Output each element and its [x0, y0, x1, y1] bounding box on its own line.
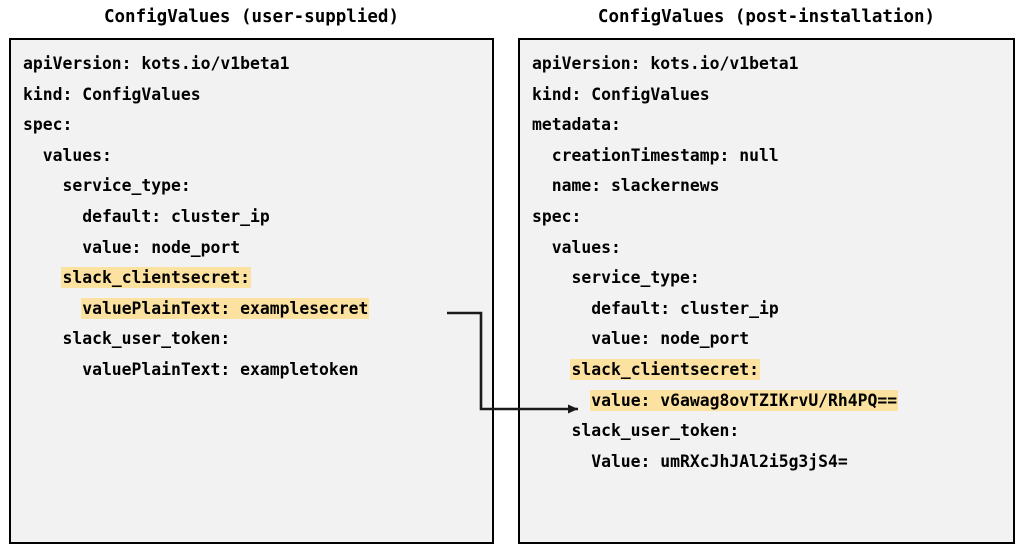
panel-post-installation: ConfigValues (post-installation) apiVers…	[518, 0, 1015, 559]
panel-caption-post-installation: ConfigValues (post-installation)	[597, 7, 936, 27]
code-line: service_type:	[23, 171, 490, 202]
code-line: name: slackernews	[532, 171, 1011, 202]
code-line: default: cluster_ip	[23, 202, 490, 233]
code-line: value: node_port	[23, 233, 490, 264]
code-segment: apiVersion: kots.io/v1beta1	[23, 54, 290, 73]
code-line: slack_user_token:	[532, 416, 1011, 447]
code-line: Value: umRXcJhJAl2i5g3jS4=	[532, 447, 1011, 478]
code-line: valuePlainText: examplesecret	[23, 294, 490, 325]
code-line: values:	[23, 141, 490, 172]
code-segment: creationTimestamp: null	[532, 145, 779, 165]
code-line: slack_clientsecret:	[23, 263, 490, 294]
code-segment: apiVersion: kots.io/v1beta1	[532, 54, 799, 73]
highlighted-code-segment: slack_clientsecret:	[571, 359, 759, 379]
code-line: metadata:	[532, 110, 1011, 141]
highlighted-code-segment: valuePlainText: examplesecret	[82, 298, 369, 318]
code-line: creationTimestamp: null	[532, 141, 1011, 172]
code-segment: spec:	[532, 206, 582, 226]
code-segment: name: slackernews	[532, 176, 720, 196]
panel-caption-user-supplied: ConfigValues (user-supplied)	[103, 7, 399, 27]
code-line: values:	[532, 233, 1011, 264]
code-segment: values:	[532, 237, 621, 257]
code-block-post-installation: apiVersion: kots.io/v1beta1 kind: ConfigV…	[532, 49, 1011, 477]
code-line: service_type:	[532, 263, 1011, 294]
code-segment	[23, 299, 82, 318]
code-segment: default: cluster_ip	[23, 206, 270, 226]
highlighted-code-segment: slack_clientsecret:	[62, 268, 250, 288]
code-segment: service_type:	[23, 176, 191, 196]
code-segment: slack_user_token:	[532, 421, 740, 441]
code-segment	[532, 391, 591, 410]
code-segment: spec:	[23, 115, 73, 135]
code-segment: Value: umRXcJhJAl2i5g3jS4=	[532, 451, 848, 471]
code-line: apiVersion: kots.io/v1beta1	[23, 49, 490, 80]
code-segment: kind: ConfigValues	[532, 84, 710, 104]
code-segment: values:	[23, 145, 112, 165]
highlighted-code-segment: value: v6awag8ovTZIKrvU/Rh4PQ==	[591, 390, 898, 410]
code-segment: metadata:	[532, 115, 621, 135]
code-line: spec:	[532, 202, 1011, 233]
code-segment: service_type:	[532, 268, 700, 288]
code-line: apiVersion: kots.io/v1beta1	[532, 49, 1011, 80]
code-line: slack_clientsecret:	[532, 355, 1011, 386]
code-segment	[532, 360, 571, 379]
code-line: kind: ConfigValues	[532, 80, 1011, 111]
code-segment: slack_user_token:	[23, 329, 231, 349]
panel-user-supplied: ConfigValues (user-supplied) apiVersion:…	[9, 0, 494, 559]
code-line: valuePlainText: exampletoken	[23, 355, 490, 386]
code-segment	[23, 268, 62, 287]
code-segment: default: cluster_ip	[532, 298, 779, 318]
code-line: value: v6awag8ovTZIKrvU/Rh4PQ==	[532, 386, 1011, 417]
code-segment: value: node_port	[23, 237, 241, 257]
code-line: slack_user_token:	[23, 324, 490, 355]
code-line: spec:	[23, 110, 490, 141]
code-segment: valuePlainText: exampletoken	[23, 359, 359, 379]
code-panel-post-installation: apiVersion: kots.io/v1beta1 kind: ConfigV…	[518, 38, 1015, 544]
code-line: value: node_port	[532, 324, 1011, 355]
code-line: default: cluster_ip	[532, 294, 1011, 325]
code-segment: kind: ConfigValues	[23, 84, 201, 104]
code-block-user-supplied: apiVersion: kots.io/v1beta1 kind: ConfigV…	[23, 49, 490, 386]
code-line: kind: ConfigValues	[23, 80, 490, 111]
code-panel-user-supplied: apiVersion: kots.io/v1beta1 kind: ConfigV…	[9, 38, 494, 544]
code-segment: value: node_port	[532, 329, 750, 349]
